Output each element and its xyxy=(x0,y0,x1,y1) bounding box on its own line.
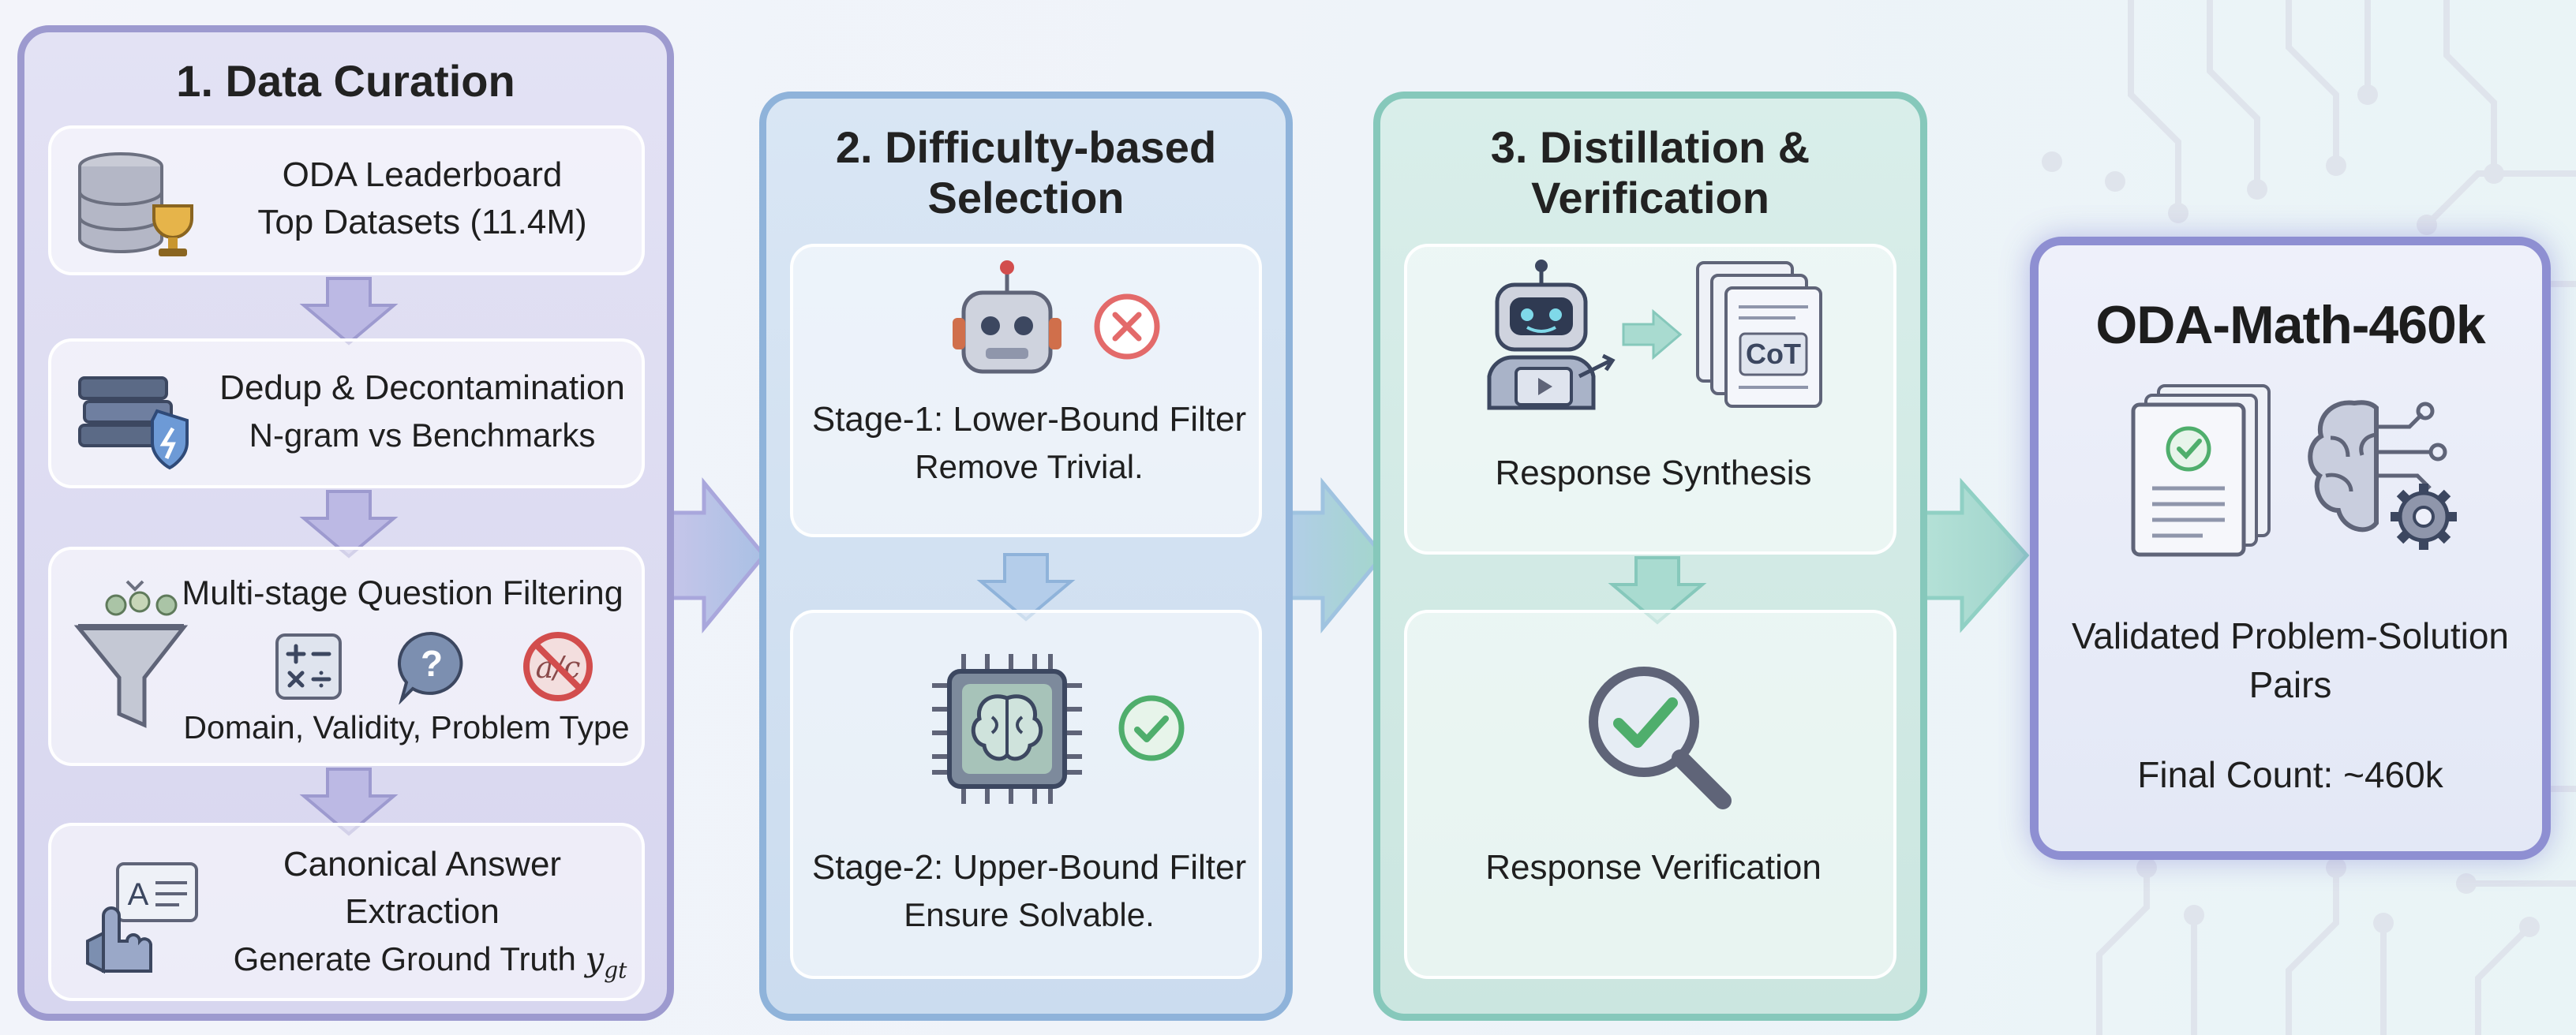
down-arrow-icon xyxy=(976,553,1076,622)
step-label: Multi-stage Question Filtering xyxy=(182,574,623,612)
step-response-verification: Response Verification xyxy=(1404,610,1896,979)
step-label: Stage-2: Upper-Bound Filter xyxy=(811,848,1247,887)
step-sublabel: Ensure Solvable. xyxy=(904,896,1155,933)
stage-2-title-line1: 2. Difficulty-based xyxy=(835,122,1217,172)
step-sublabel: N-gram vs Benchmarks xyxy=(249,417,596,454)
ground-truth-subscript: gt xyxy=(604,957,627,984)
step-label: Stage-1: Lower-Bound Filter xyxy=(811,400,1247,439)
step-label: Canonical Answer xyxy=(283,845,562,884)
step-label: Dedup & Decontamination xyxy=(219,368,625,407)
output-title: ODA-Math-460k xyxy=(2095,295,2485,355)
step-lower-bound-filter: Stage-1: Lower-Bound Filter Remove Trivi… xyxy=(790,244,1262,537)
down-arrow-icon xyxy=(299,490,399,559)
output-dataset: ODA-Math-460k Validated Problem-Solution… xyxy=(2030,237,2551,860)
step-sublabel: Top Datasets (11.4M) xyxy=(257,203,587,241)
arrow-stage1-to-stage2 xyxy=(661,477,767,633)
stage-3-title-line2: Verification xyxy=(1531,173,1769,222)
accept-check-icon xyxy=(1118,695,1185,761)
robot-icon xyxy=(953,260,1061,374)
step-label: Response Synthesis xyxy=(1495,454,1812,492)
calculator-icon xyxy=(275,633,342,700)
svg-text:A: A xyxy=(128,877,149,912)
down-arrow-icon xyxy=(299,768,399,836)
stage-1-data-curation: 1. Data Curation ODA Leaderboard Top Dat… xyxy=(17,25,674,1021)
brain-gear-icon xyxy=(2308,400,2457,550)
cot-documents-icon: CoT xyxy=(1696,261,1822,408)
step-label-line2: Extraction xyxy=(345,892,500,931)
robot-laptop-icon xyxy=(1487,260,1616,410)
brain-chip-icon xyxy=(932,654,1082,804)
stage-2-title-line2: Selection xyxy=(927,173,1125,222)
stage-3-distillation-verification: 3. Distillation & Verification CoT xyxy=(1373,92,1927,1021)
output-description: Validated Problem-Solution xyxy=(2071,615,2510,656)
svg-text:?: ? xyxy=(421,643,443,684)
step-dedup: Dedup & Decontamination N-gram vs Benchm… xyxy=(48,338,645,488)
magnifier-check-icon xyxy=(1589,667,1732,809)
hand-answer-icon: A xyxy=(86,862,198,974)
step-oda-leaderboard: ODA Leaderboard Top Datasets (11.4M) xyxy=(48,125,645,275)
ground-truth-symbol: y xyxy=(585,940,605,978)
arrow-stage2-to-stage3 xyxy=(1279,477,1386,633)
no-problem-type-icon: a/c xyxy=(523,632,593,701)
step-sublabel: Domain, Validity, Problem Type xyxy=(183,709,630,745)
step-sublabel: Generate Ground Truth ygt xyxy=(217,936,643,993)
output-count: Final Count: ~460k xyxy=(2137,754,2443,795)
stage-2-difficulty-selection: 2. Difficulty-based Selection Stage-1: L… xyxy=(759,92,1293,1021)
question-bubble-icon: ? xyxy=(398,631,463,704)
step-sublabel: Remove Trivial. xyxy=(915,448,1144,485)
step-upper-bound-filter: Stage-2: Upper-Bound Filter Ensure Solva… xyxy=(790,610,1262,979)
database-trophy-icon xyxy=(78,152,193,256)
funnel-icon xyxy=(73,580,189,728)
validated-documents-icon xyxy=(2131,384,2271,557)
reject-x-icon xyxy=(1094,293,1160,360)
down-arrow-icon xyxy=(1608,556,1707,625)
step-label: Response Verification xyxy=(1485,848,1822,887)
arrow-stage3-to-output xyxy=(1914,477,2030,633)
ground-truth-text: Generate Ground Truth xyxy=(233,940,576,977)
output-description-line2: Pairs xyxy=(2248,664,2332,705)
step-question-filtering: Multi-stage Question Filtering ? a/c Dom… xyxy=(48,547,645,766)
down-arrow-icon xyxy=(299,277,399,346)
cot-badge: CoT xyxy=(1746,338,1801,370)
step-label: ODA Leaderboard xyxy=(282,155,563,194)
step-response-synthesis: CoT Response Synthesis xyxy=(1404,244,1896,555)
right-arrow-icon xyxy=(1622,308,1683,361)
step-canonical-answer: A Canonical Answer Extraction Generate G… xyxy=(48,823,645,1001)
books-shield-icon xyxy=(78,376,189,470)
stage-1-title: 1. Data Curation xyxy=(176,56,515,106)
stage-3-title-line1: 3. Distillation & xyxy=(1490,122,1810,172)
